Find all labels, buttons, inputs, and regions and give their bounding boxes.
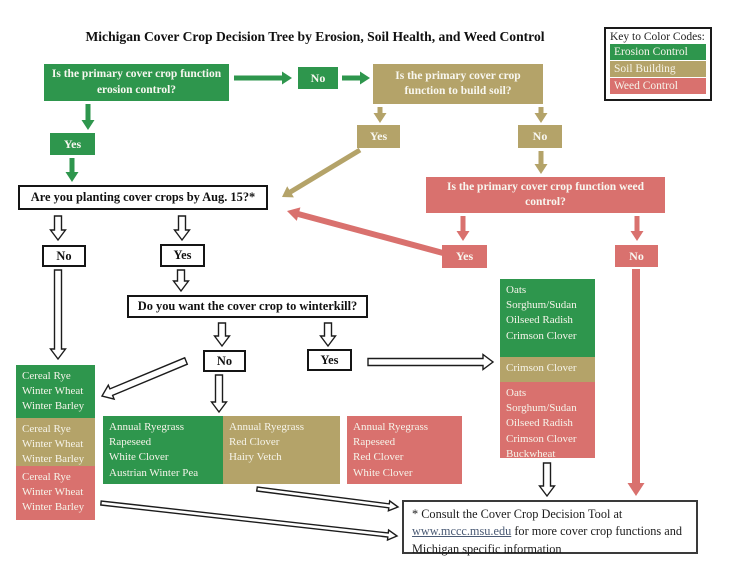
arrow-yes-to-q-aug15 [65,158,79,182]
arrow-oats-to-footnote [538,462,556,498]
legend-erosion-control: Erosion Control [610,44,706,60]
arrow-yes-weed-to-q-aug15 [287,207,444,256]
question-build-soil: Is the primary cover crop function to bu… [373,64,543,104]
question-winterkill: Do you want the cover crop to winterkill… [127,295,368,318]
question-aug15-planting: Are you planting cover crops by Aug. 15?… [18,185,268,210]
answer-yes-erosion: Yes [50,133,95,155]
arrow-no-winterkill-to-legumes [210,374,228,414]
answer-yes-winterkill: Yes [307,349,352,371]
legend-weed-control: Weed Control [610,78,706,94]
answer-yes-soil: Yes [357,125,400,148]
arrow-q-aug15-to-yes [173,215,191,242]
result-cereal-soil: Cereal Rye Winter Wheat Winter Barley [16,418,95,466]
answer-yes-weed: Yes [442,245,487,268]
question-weed-control: Is the primary cover crop function weed … [426,177,665,213]
answer-yes-aug15: Yes [160,244,205,267]
footnote-text-pre: * Consult the Cover Crop Decision Tool a… [412,507,623,521]
arrow-no-aug15-to-cereal [49,269,67,361]
arrow-q-aug15-to-no [49,215,67,242]
answer-no-soil: No [518,125,562,148]
arrow-q-erosion-to-no [234,71,292,85]
arrow-q-winterkill-to-no [213,322,231,348]
arrow-legumes-to-footnote [255,486,400,512]
arrow-q-winterkill-to-yes [319,322,337,348]
result-cereal-weed: Cereal Rye Winter Wheat Winter Barley [16,466,95,520]
legend-soil-building: Soil Building [610,61,706,77]
color-key-legend: Key to Color Codes: Erosion Control Soil… [604,27,712,101]
result-legumes-erosion: Annual Ryegrass Rapeseed White Clover Au… [103,416,223,484]
arrow-yes-soil-to-q-aug15 [282,147,362,198]
answer-no-weed: No [615,245,658,267]
arrow-q-soil-to-yes [373,107,387,123]
question-erosion-control: Is the primary cover crop function erosi… [44,64,229,101]
answer-no-winterkill: No [203,350,246,372]
result-legumes-weed: Annual Ryegrass Rapeseed Red Clover Whit… [347,416,462,484]
arrow-no-weed-to-footnote [627,269,645,496]
result-oats-erosion: Oats Sorghum/Sudan Oilseed Radish Crimso… [500,279,595,357]
result-legumes-soil: Annual Ryegrass Red Clover Hairy Vetch [223,416,340,484]
arrow-yes-winterkill-to-crimson [367,353,495,371]
result-crimson-soil: Crimson Clover [500,357,595,382]
arrow-q-erosion-to-yes [81,104,95,130]
answer-no-erosion: No [298,67,338,89]
footnote-text-post: for more cover crop functions and Michig… [412,524,682,556]
arrow-winterkill-to-cereal [100,356,189,401]
arrow-no-soil-to-q-weed [534,151,548,174]
arrow-yes-aug15-to-winterkill [172,269,190,293]
arrow-q-weed-to-yes [456,216,470,241]
result-oats-weed: Oats Sorghum/Sudan Oilseed Radish Crimso… [500,382,595,460]
legend-title: Key to Color Codes: [610,31,705,43]
page-title: Michigan Cover Crop Decision Tree by Ero… [85,29,545,44]
answer-no-aug15: No [42,245,86,267]
footnote-box: * Consult the Cover Crop Decision Tool a… [402,500,698,556]
arrow-q-weed-to-no [630,216,644,241]
arrow-no-to-q-soil [342,71,370,85]
mccc-link[interactable]: www.mccc.msu.edu [412,524,512,539]
arrow-q-soil-to-no [534,107,548,123]
result-cereal-erosion: Cereal Rye Winter Wheat Winter Barley [16,365,95,418]
arrow-cereal-to-footnote [100,500,399,542]
